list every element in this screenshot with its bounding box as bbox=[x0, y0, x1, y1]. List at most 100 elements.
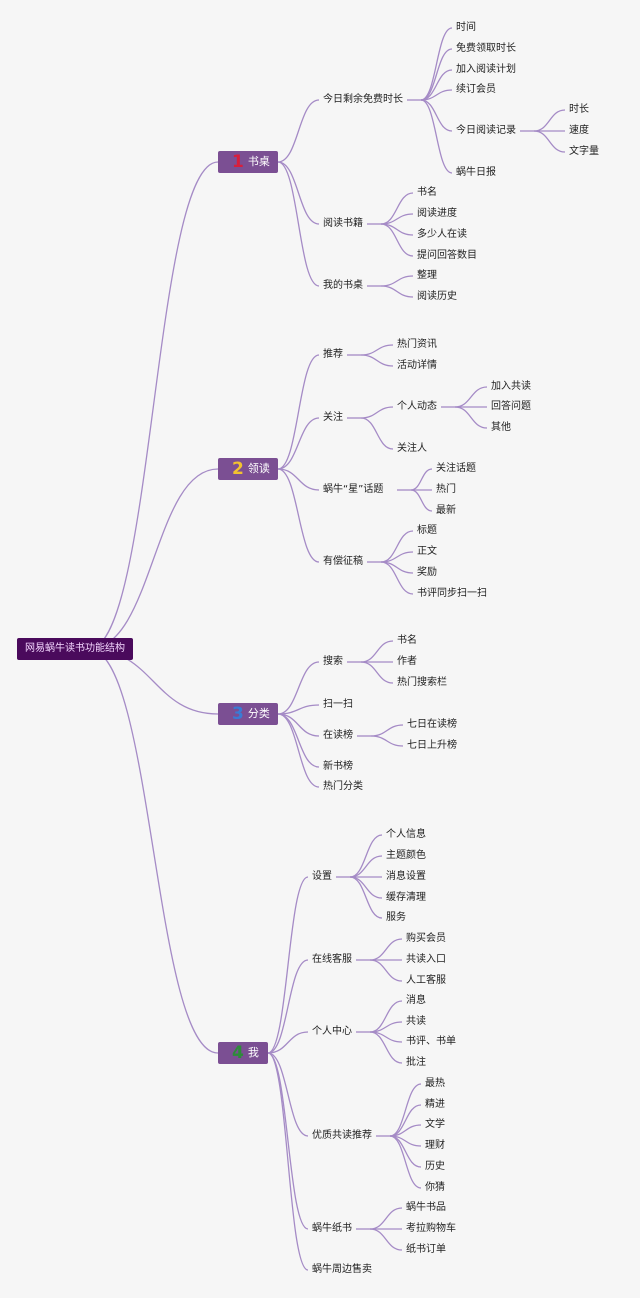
node-b4c3g2: 共读 bbox=[406, 1016, 426, 1027]
link-b1c1g4 bbox=[420, 89, 453, 101]
link-b2c2 bbox=[277, 417, 320, 470]
branch-number-b3: 3 bbox=[232, 704, 244, 724]
node-b1c3g2: 阅读历史 bbox=[417, 291, 457, 302]
link-b1c1g6 bbox=[420, 99, 453, 174]
link-b3c1g3 bbox=[360, 661, 394, 684]
link-b4c4g6 bbox=[389, 1135, 422, 1189]
link-b4c2g1 bbox=[369, 938, 403, 961]
node-b4c1g4: 缓存清理 bbox=[386, 892, 426, 903]
node-b4c4g1: 最热 bbox=[425, 1078, 445, 1089]
link-b1c1g5h1 bbox=[533, 109, 566, 132]
node-b2c4g3: 奖励 bbox=[417, 567, 437, 578]
link-b4c1g2 bbox=[349, 855, 383, 878]
link-b1c2 bbox=[277, 161, 320, 225]
node-b2c3g2: 热门 bbox=[436, 484, 456, 495]
node-b3c1g2: 作者 bbox=[397, 656, 417, 667]
node-b4c4g3: 文学 bbox=[425, 1119, 445, 1130]
link-b4c5g1 bbox=[369, 1207, 403, 1230]
node-b1c1g5: 今日阅读记录 bbox=[456, 125, 516, 136]
link-b3c1g1 bbox=[360, 640, 394, 663]
link-b2c2g1h3 bbox=[454, 406, 488, 429]
link-b2c4g4 bbox=[380, 561, 414, 595]
node-b2c2g2: 关注人 bbox=[397, 443, 427, 454]
node-b2c1: 推荐 bbox=[323, 349, 343, 360]
node-b4c1g1: 个人信息 bbox=[386, 829, 426, 840]
link-b1c2g4 bbox=[380, 223, 414, 257]
node-b3c5: 热门分类 bbox=[323, 781, 363, 792]
link-b1c1g5h3 bbox=[533, 130, 566, 153]
node-b4c2g2: 共读入口 bbox=[406, 954, 446, 965]
link-b2c1g1 bbox=[360, 344, 394, 356]
node-b4c2: 在线客服 bbox=[312, 954, 352, 965]
link-b4c3 bbox=[267, 1031, 309, 1054]
node-b1c1g4: 续订会员 bbox=[456, 84, 496, 95]
node-b4c3g4: 批注 bbox=[406, 1057, 426, 1068]
root-node: 网易蜗牛读书功能结构 bbox=[17, 638, 133, 660]
node-b3c2: 扫一扫 bbox=[323, 699, 353, 710]
link-b3c2 bbox=[277, 704, 320, 715]
node-b1c2g2: 阅读进度 bbox=[417, 208, 457, 219]
node-b3c4: 新书榜 bbox=[323, 761, 353, 772]
link-b1c3 bbox=[277, 161, 320, 287]
link-b3c1 bbox=[277, 661, 320, 715]
node-b4c6: 蜗牛周边售卖 bbox=[312, 1264, 372, 1275]
link-b4c4g1 bbox=[389, 1083, 422, 1137]
link-b3c5 bbox=[277, 713, 320, 788]
node-b4c3: 个人中心 bbox=[312, 1026, 352, 1037]
link-b2c4 bbox=[277, 468, 320, 563]
node-b4c5g1: 蜗牛书品 bbox=[406, 1202, 446, 1213]
node-b4c1g3: 消息设置 bbox=[386, 871, 426, 882]
link-b2c1g2 bbox=[360, 354, 394, 367]
branch-label-b4: 我 bbox=[247, 1046, 259, 1059]
node-b2c2g1h1: 加入共读 bbox=[491, 381, 531, 392]
node-b1c1g3: 加入阅读计划 bbox=[456, 64, 516, 75]
node-b4c4g2: 精进 bbox=[425, 1099, 445, 1110]
node-b3c3g1: 七日在读榜 bbox=[407, 719, 457, 730]
link-b1c1g5 bbox=[420, 99, 453, 132]
link-b1c1 bbox=[277, 99, 320, 163]
link-b1 bbox=[88, 161, 219, 650]
node-b4c1: 设置 bbox=[312, 871, 332, 882]
node-b2c3g1: 关注话题 bbox=[436, 463, 476, 474]
node-b4c2g3: 人工客服 bbox=[406, 975, 446, 986]
node-b4c5g3: 纸书订单 bbox=[406, 1244, 446, 1255]
link-b2 bbox=[88, 468, 219, 650]
link-b3c3g1 bbox=[370, 724, 404, 737]
node-b2c4: 有偿征稿 bbox=[323, 556, 363, 567]
node-b4c2g1: 购买会员 bbox=[406, 933, 446, 944]
node-b1c1g5h2: 速度 bbox=[569, 125, 589, 136]
node-b4c4g5: 历史 bbox=[425, 1161, 445, 1172]
node-b1c2g3: 多少人在读 bbox=[417, 229, 467, 240]
node-b3c3g2: 七日上升榜 bbox=[407, 740, 457, 751]
node-b4c5g2: 考拉购物车 bbox=[406, 1223, 456, 1234]
node-b1c2g4: 提问回答数目 bbox=[417, 250, 477, 261]
link-b4c2g3 bbox=[369, 959, 403, 982]
node-b1c1g5h1: 时长 bbox=[569, 104, 589, 115]
branch-label-b1: 书桌 bbox=[247, 155, 270, 168]
link-b2c3 bbox=[277, 468, 320, 491]
branch-number-b1: 1 bbox=[232, 152, 244, 172]
link-b1c3g1 bbox=[380, 275, 414, 287]
link-b2c1 bbox=[277, 354, 320, 470]
node-b4c4g4: 理财 bbox=[425, 1140, 445, 1151]
link-b2c2g2 bbox=[360, 417, 394, 450]
link-b2c2g1 bbox=[360, 406, 394, 419]
link-b4c2 bbox=[267, 959, 309, 1054]
node-b2c3: 蜗牛“星”话题 bbox=[323, 484, 384, 495]
link-b2c2g1h1 bbox=[454, 386, 488, 408]
node-b3c1g1: 书名 bbox=[397, 635, 417, 646]
branch-label-b3: 分类 bbox=[247, 707, 270, 720]
node-b4c1g5: 服务 bbox=[386, 912, 406, 923]
link-b3c4 bbox=[277, 713, 320, 768]
node-b1c1g2: 免费领取时长 bbox=[456, 43, 516, 54]
node-b1c3g1: 整理 bbox=[417, 270, 437, 281]
link-b4c3g4 bbox=[369, 1031, 403, 1064]
node-b2c4g4: 书评同步扫一扫 bbox=[417, 588, 487, 599]
link-b3c3g2 bbox=[370, 735, 404, 747]
link-b4c5 bbox=[267, 1052, 309, 1230]
